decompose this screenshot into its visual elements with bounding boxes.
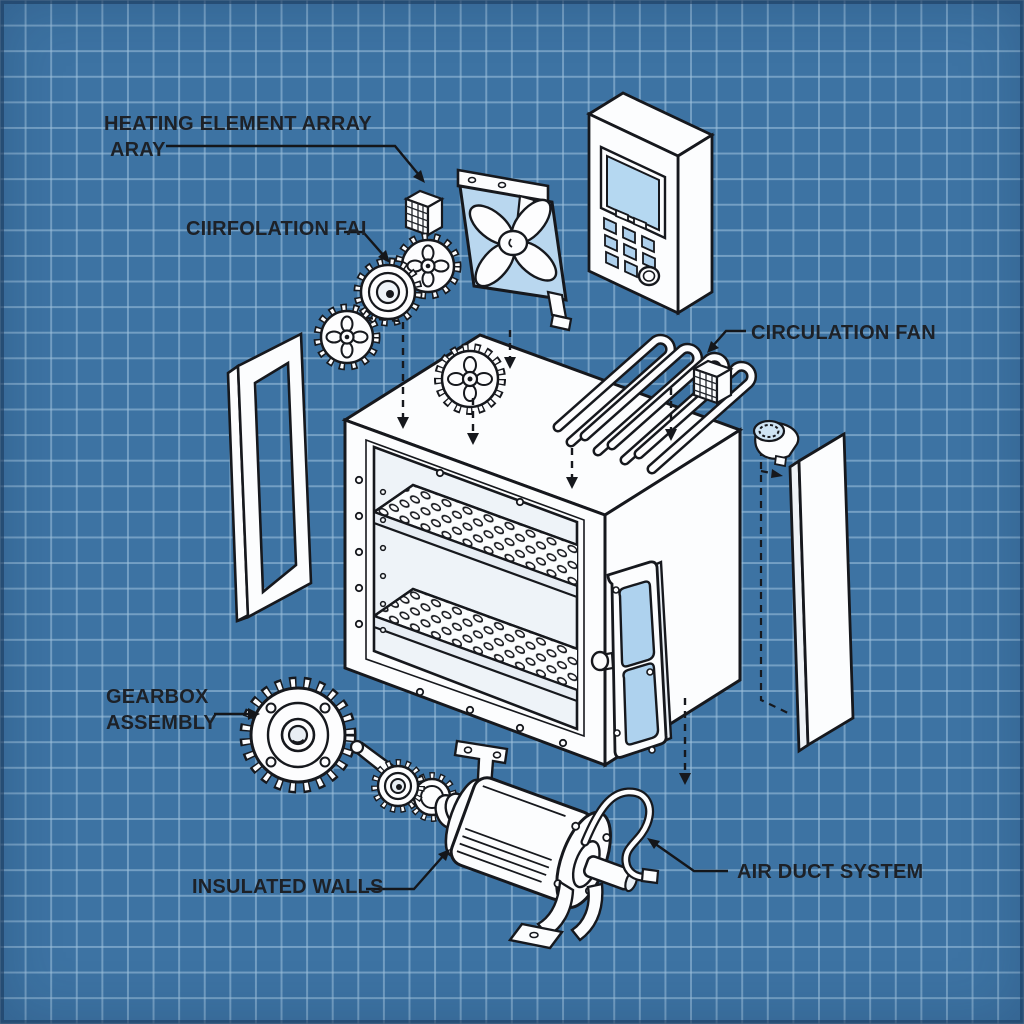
frame-screws [354,468,568,748]
fan-blades [468,198,558,288]
gear-spoked-c [313,303,381,371]
label-heating-element-array: HEATING ELEMENT ARRAY ARAY [104,111,372,163]
gear-on-top-face [434,343,506,415]
label-heating-line1: HEATING ELEMENT ARRAY [104,113,372,135]
label-gearbox-line1: GEARBOX [106,686,209,708]
drive-motor [444,776,660,950]
shelf-lower [374,587,577,703]
oven-door [590,560,673,759]
exploded-view-dashed-arrows [365,316,687,776]
heater-mesh-block [403,189,445,237]
label-insulated-walls: INSULATED WALLS [192,876,384,898]
control-panel [586,91,715,316]
shelf-upper [374,483,577,599]
callout-arrowheads [248,170,719,861]
control-panel-knob [637,265,661,287]
gear-cluster [313,232,462,371]
interior-wall-screws [379,488,387,634]
motor-mounting-feet [507,879,604,950]
label-circulation-fan-right: CIRCULATION FAN [751,322,936,344]
insulated-wall-panel [788,431,855,754]
motor-power-cable [580,787,660,885]
door-screws [612,586,656,754]
circulation-fan-mesh-block [691,359,734,405]
gear-small [371,759,425,813]
label-heating-line2: ARAY [110,139,166,161]
label-gearbox-assembly: GEARBOX ASSEMBLY [106,684,217,736]
oven-shelves [374,483,577,703]
gear-spoked-a [394,232,462,300]
gearbox-main-gear [239,676,357,794]
door-frame-left [226,331,313,623]
oven-chamber [341,333,744,768]
ghost-arrowhead [771,469,783,478]
label-air-duct-system: AIR DUCT SYSTEM [737,861,924,883]
control-panel-buttons [603,208,656,279]
gear-ring-b [353,257,423,327]
callout-leader-lines [166,144,746,891]
blower-fan [752,419,800,468]
dashed-arrowheads [397,357,691,785]
label-circulation-fan-top: CIIRFOLATION FAI [186,218,367,240]
circulation-fan-assembly [456,168,573,332]
door-knob [590,650,615,672]
label-gearbox-line2: ASSEMBLY [106,712,217,734]
wall-panel-ghost-outline [759,448,789,714]
